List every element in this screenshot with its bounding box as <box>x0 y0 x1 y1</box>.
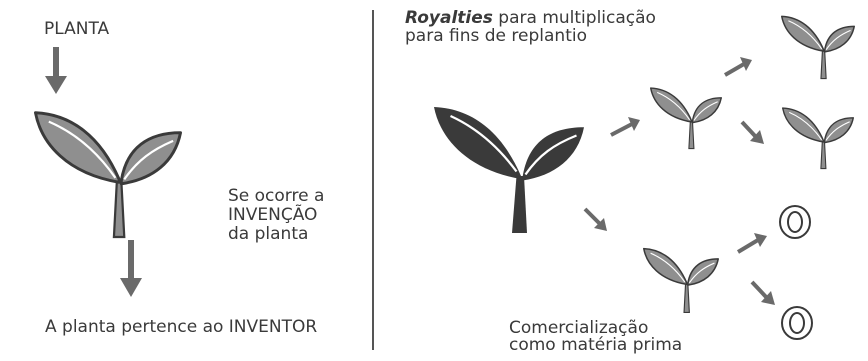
arrow-down-to-plant <box>45 47 67 94</box>
royalties-line-1: Royalties para multiplicação <box>405 9 656 27</box>
arrow-to-copy-bottom <box>740 120 764 144</box>
arrow-to-raw-material-bottom <box>750 280 775 305</box>
raw-material-top-icon <box>779 205 811 239</box>
condition-line-3: da planta <box>228 224 309 244</box>
replanting-plant-icon <box>649 87 723 150</box>
commercial-line-1: Comercialização <box>509 318 649 338</box>
royalties-line-2: para fins de replantio <box>405 26 587 46</box>
raw-material-bottom-icon <box>781 306 813 340</box>
commercial-line-2: como matéria prima <box>509 335 683 355</box>
invented-plant-icon <box>33 110 183 240</box>
arrow-to-copy-top <box>723 57 752 77</box>
invention-condition-label: Se ocorre a INVENÇÃO da planta <box>228 187 324 244</box>
commercial-plant-icon <box>642 247 720 314</box>
royalties-label: Royalties para multiplicação para fins d… <box>405 9 656 45</box>
commercial-label: Comercialização como matéria prima <box>509 320 682 354</box>
arrow-to-commercial <box>583 207 607 231</box>
plant-copy-top-icon <box>780 15 856 80</box>
royalties-emphasis: Royalties <box>405 8 493 28</box>
royalties-line-1-rest: para multiplicação <box>492 8 656 28</box>
arrow-down-to-result <box>120 240 142 297</box>
condition-line-2: INVENÇÃO <box>228 205 318 225</box>
arrow-to-raw-material-top <box>736 233 767 254</box>
original-plant-dark-icon <box>432 105 586 235</box>
plant-copy-bottom-icon <box>781 107 855 170</box>
inventor-ownership-label: A planta pertence ao INVENTOR <box>45 317 318 337</box>
condition-line-1: Se ocorre a <box>228 186 325 206</box>
plant-label: PLANTA <box>44 19 110 39</box>
arrow-to-replanting <box>610 117 640 137</box>
